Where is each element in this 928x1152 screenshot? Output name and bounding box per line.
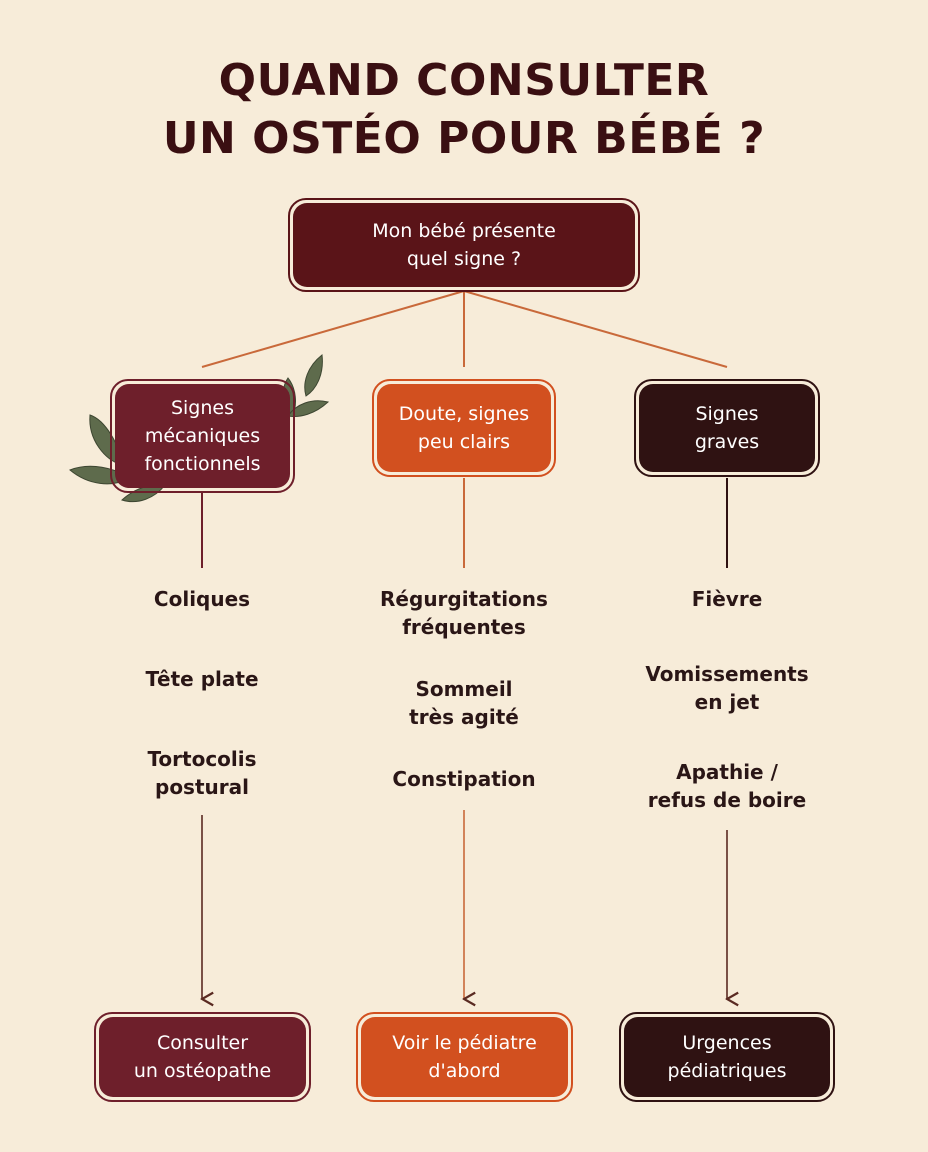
connector-root-left bbox=[201, 290, 465, 368]
sign-torticolis: Tortocolis postural bbox=[147, 747, 257, 799]
page-title: QUAND CONSULTER UN OSTÉO POUR BÉBÉ ? bbox=[0, 52, 928, 168]
sign-apathie: Apathie / refus de boire bbox=[647, 760, 807, 812]
outcome-osteopathe-label: Consulter un ostéopathe bbox=[133, 1032, 272, 1082]
sign-coliques: Coliques bbox=[153, 587, 251, 611]
branch-severe-label: Signes graves bbox=[694, 403, 760, 453]
root-question-box: Mon bébé présente quel signe ? bbox=[288, 198, 640, 292]
outcome-urgences-box: Urgences pédiatriques bbox=[619, 1012, 835, 1102]
branch-mechanical-label: Signes mécaniques fonctionnels bbox=[144, 397, 261, 475]
connector-root-right bbox=[463, 290, 728, 368]
branch-severe-box: Signes graves bbox=[634, 379, 820, 477]
sign-sommeil: Sommeil très agité bbox=[409, 677, 519, 729]
title-line-1: QUAND CONSULTER bbox=[218, 55, 710, 106]
sign-vomissements: Vomissements en jet bbox=[645, 662, 809, 714]
outcome-urgences-label: Urgences pédiatriques bbox=[667, 1032, 787, 1082]
sign-regurgitations: Régurgitations fréquentes bbox=[380, 587, 548, 639]
title-line-2: UN OSTÉO POUR BÉBÉ ? bbox=[162, 113, 766, 164]
branch-doubt-box: Doute, signes peu clairs bbox=[372, 379, 556, 477]
outcome-pediatre-label: Voir le pédiatre d'abord bbox=[392, 1032, 537, 1082]
root-question-label: Mon bébé présente quel signe ? bbox=[372, 220, 556, 270]
branch-mechanical-box: Signes mécaniques fonctionnels bbox=[110, 379, 295, 493]
outcome-pediatre-box: Voir le pédiatre d'abord bbox=[356, 1012, 573, 1102]
sign-tete-plate: Tête plate bbox=[145, 667, 259, 691]
sign-fievre: Fièvre bbox=[691, 587, 763, 611]
branch-doubt-label: Doute, signes peu clairs bbox=[398, 403, 530, 453]
sign-constipation: Constipation bbox=[392, 767, 536, 791]
outcome-osteopathe-box: Consulter un ostéopathe bbox=[94, 1012, 311, 1102]
